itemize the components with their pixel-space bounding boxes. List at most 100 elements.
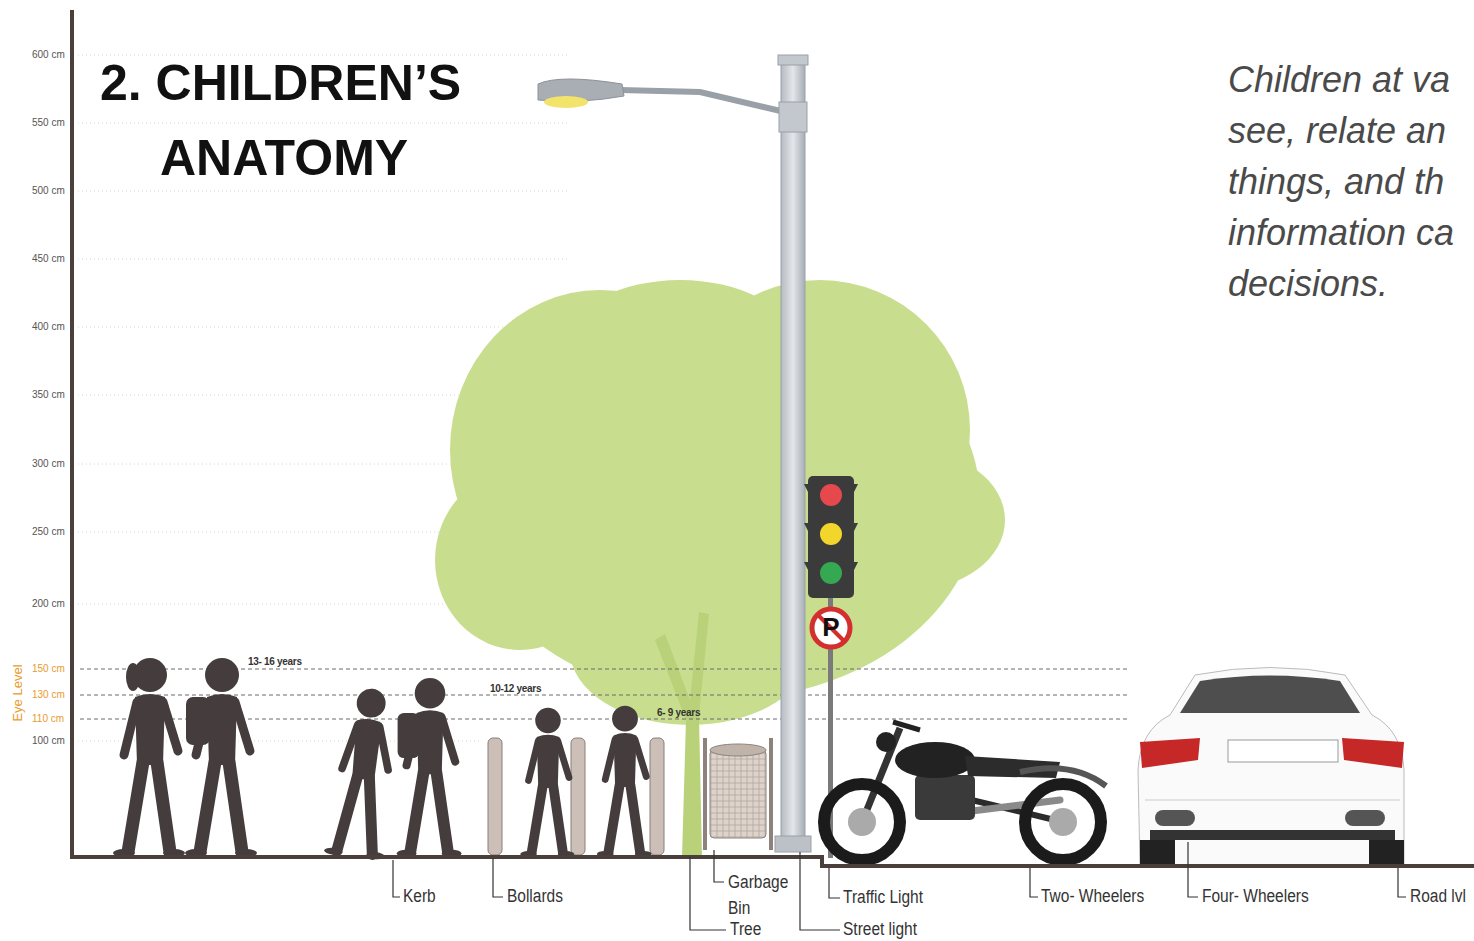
car-exhaust <box>1155 810 1195 826</box>
grid-line <box>78 123 570 124</box>
no-parking-sign <box>812 609 850 647</box>
leader-line <box>1398 868 1406 897</box>
moto-wheel <box>1025 784 1101 860</box>
part-label: Four- Wheelers <box>1202 886 1309 908</box>
eye-level-tick: 110 cm <box>32 713 64 725</box>
moto-engine <box>915 775 975 820</box>
part-label: Bollards <box>507 886 563 908</box>
axis-tick-label: 200 cm <box>32 598 65 610</box>
lamp-pole <box>781 60 805 846</box>
bin-rim <box>710 744 766 756</box>
children <box>113 658 652 860</box>
leader-line <box>1030 868 1038 897</box>
age-group-label: 6- 9 years <box>657 707 700 719</box>
car-taillight <box>1342 738 1404 768</box>
ground-line <box>70 857 1474 866</box>
child-silhouette <box>324 685 403 860</box>
axis-tick-label: 300 cm <box>32 458 65 470</box>
moto-hub <box>1049 808 1077 836</box>
bollard <box>650 738 664 855</box>
part-label: Traffic Light <box>843 887 923 909</box>
signal-yellow <box>820 523 842 545</box>
part-label: Street light <box>843 919 917 941</box>
leader-line <box>800 852 840 930</box>
part-label: Tree <box>730 919 761 941</box>
grid-line <box>78 191 570 192</box>
car-tire <box>1140 840 1175 866</box>
axis-tick-label: 350 cm <box>32 389 65 401</box>
teen-boy <box>185 658 257 857</box>
axis-tick-label: 500 cm <box>32 185 65 197</box>
running-girl <box>324 685 403 860</box>
young-boy <box>597 706 652 857</box>
eye-level-tick: 150 cm <box>32 663 65 675</box>
backpack <box>398 713 420 758</box>
bin-post <box>769 738 773 850</box>
child-silhouette <box>397 678 462 857</box>
bin-body <box>710 750 766 838</box>
backpack <box>186 697 210 745</box>
leader-line <box>829 868 840 898</box>
bollard <box>488 738 502 855</box>
lamp-light <box>544 96 588 108</box>
eye-level-tick: 130 cm <box>32 689 65 701</box>
part-label: Garbage Bin <box>728 869 788 921</box>
grid-line <box>78 259 570 260</box>
moto-fender <box>1020 768 1106 786</box>
moto-handlebar <box>893 722 920 730</box>
axis-tick-label: 100 cm <box>32 735 65 747</box>
leader-line <box>393 860 400 897</box>
part-label: Kerb <box>403 886 436 908</box>
leader-line <box>714 850 724 882</box>
diagram-caption: Children at va see, relate an things, an… <box>1228 54 1470 309</box>
axis-tick-label: 400 cm <box>32 321 65 333</box>
moto-hub <box>848 808 876 836</box>
axis-tick-label: 450 cm <box>32 253 65 265</box>
car <box>1138 668 1404 867</box>
car-tire <box>1369 840 1404 866</box>
leader-line <box>493 858 503 897</box>
leader-line <box>1188 842 1198 897</box>
lamp-base <box>775 836 811 852</box>
age-group-label: 10-12 years <box>490 683 541 695</box>
boy-with-backpack <box>397 678 462 857</box>
child-silhouette <box>185 658 257 857</box>
car-body <box>1138 668 1404 867</box>
part-label: Road lvl <box>1410 886 1466 908</box>
lamp-collar <box>779 102 807 132</box>
moto-wheel <box>824 784 900 860</box>
young-girl <box>520 708 574 857</box>
part-label: Two- Wheelers <box>1041 886 1144 908</box>
eye-level-line <box>80 695 1130 696</box>
signal-red <box>820 484 842 506</box>
signal-green <box>820 562 842 584</box>
bin-post <box>703 738 707 850</box>
teen-girl <box>113 658 185 857</box>
bollard <box>571 738 585 855</box>
eye-level-title: Eye Level <box>10 664 26 721</box>
child-silhouette <box>113 658 185 857</box>
axis-tick-label: 550 cm <box>32 117 65 129</box>
diagram-title: 2. CHILDREN’S ANATOMY <box>100 46 490 196</box>
garbage-bin <box>703 738 773 850</box>
child-silhouette <box>597 706 652 857</box>
lamp-cap <box>778 55 808 65</box>
lamp-arm <box>620 90 785 112</box>
axis-tick-label: 600 cm <box>32 49 65 61</box>
tree <box>435 280 1005 857</box>
car-exhaust <box>1345 810 1385 826</box>
leader-lines <box>393 842 1406 930</box>
moto-tank <box>895 742 975 778</box>
car-window <box>1180 676 1360 714</box>
age-group-label: 13- 16 years <box>248 656 302 668</box>
sign-letter: P <box>822 612 839 643</box>
car-plate <box>1228 740 1338 762</box>
car-taillight <box>1140 738 1200 768</box>
child-silhouette <box>520 708 574 857</box>
motorcycle <box>824 722 1106 860</box>
ponytail <box>126 663 140 691</box>
street-light <box>538 55 811 852</box>
signal-housing <box>808 476 854 598</box>
